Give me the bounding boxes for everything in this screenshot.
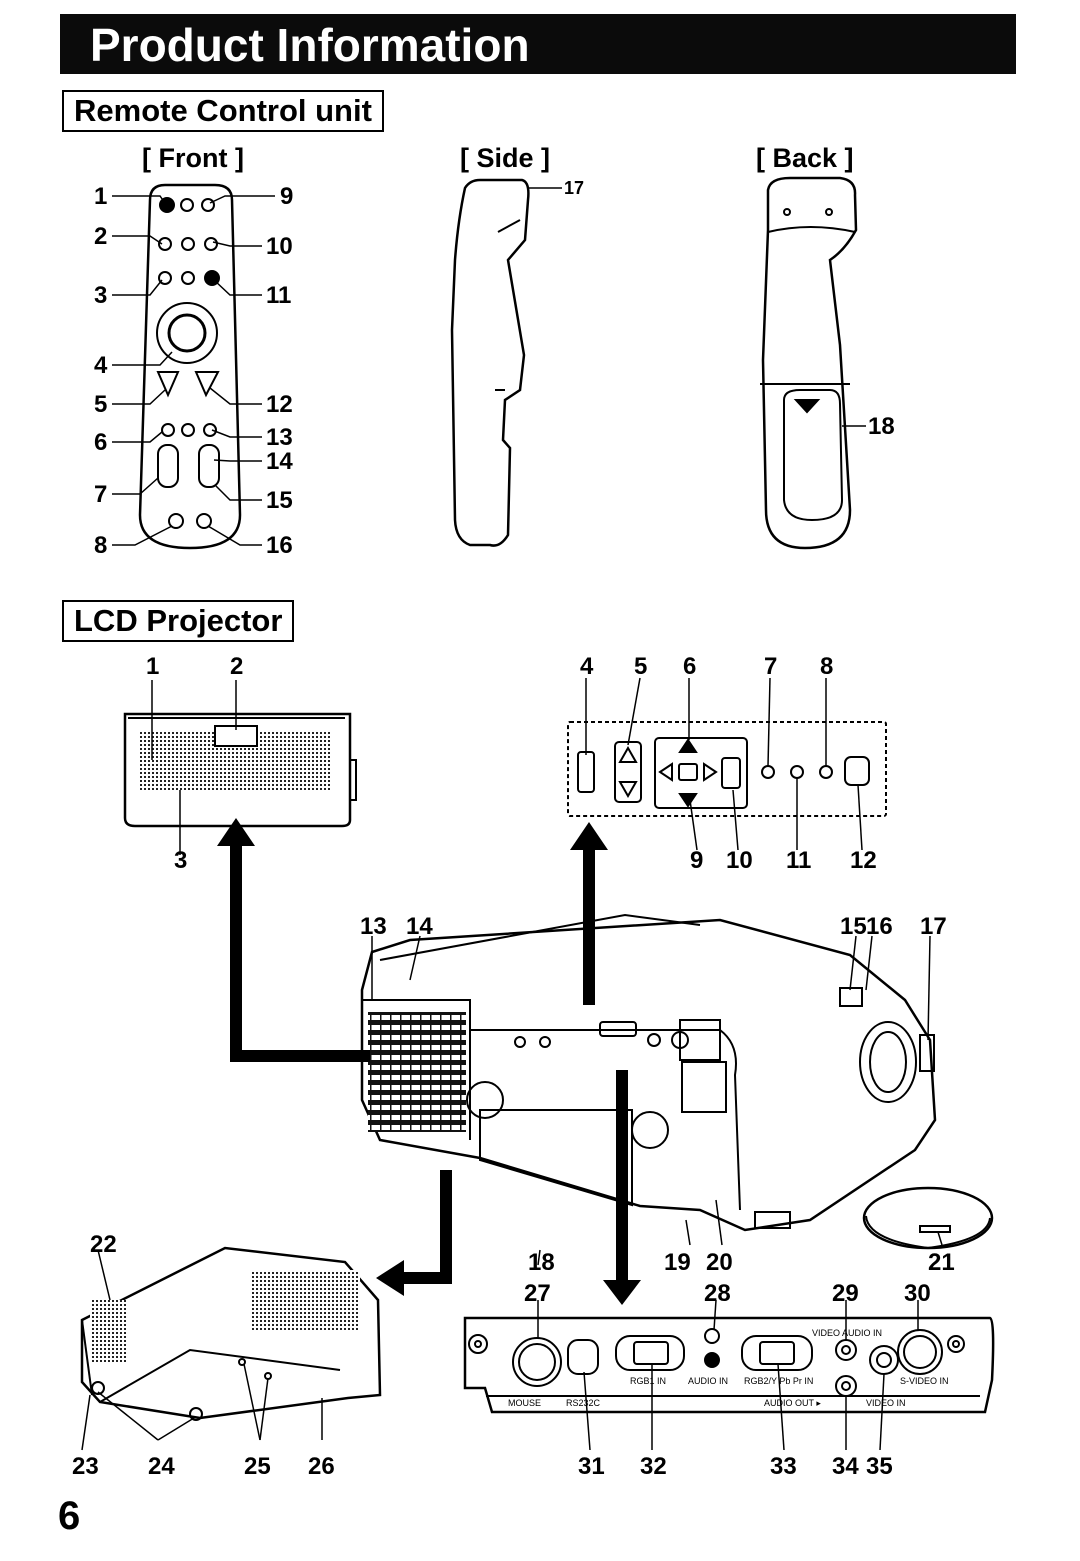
callout-projector-15: 15 [840, 913, 867, 940]
callout-projector-19: 19 [664, 1249, 691, 1276]
control-panel-leaders [151, 677, 863, 855]
projector-section-heading: LCD Projector [62, 600, 295, 642]
callout-projector-10: 10 [726, 847, 753, 874]
callout-projector-28: 28 [704, 1280, 731, 1307]
lens-cap-view [862, 1186, 994, 1250]
page-title: Product Information [90, 19, 530, 71]
projector-bottom-view [80, 1246, 382, 1421]
callout-remote-4: 4 [94, 352, 108, 379]
page-number: 6 [58, 1494, 81, 1538]
callout-projector-13: 13 [360, 913, 387, 940]
callout-projector-3: 3 [174, 847, 188, 874]
callout-projector-23: 23 [72, 1453, 99, 1480]
callout-projector-14: 14 [406, 913, 433, 940]
callout-projector-32: 32 [640, 1453, 667, 1480]
callout-remote-10: 10 [266, 233, 293, 260]
callout-remote-14: 14 [266, 448, 293, 475]
remote-front-illustration [138, 183, 242, 550]
panel-label-audio-in: AUDIO IN [688, 1376, 728, 1386]
callout-remote-12: 12 [266, 391, 293, 418]
callout-projector-26: 26 [308, 1453, 335, 1480]
projector-main-view [360, 913, 937, 1232]
callout-remote-11: 11 [266, 282, 292, 309]
remote-side-illustration [450, 178, 530, 547]
callout-projector-21: 21 [928, 1249, 955, 1276]
callout-projector-18: 18 [528, 1249, 555, 1276]
callout-projector-16: 16 [866, 913, 893, 940]
panel-label-rs232c: RS232C [566, 1398, 601, 1408]
callout-remote-15: 15 [266, 487, 293, 514]
callout-projector-25: 25 [244, 1453, 271, 1480]
callout-projector-34: 34 [832, 1453, 859, 1480]
panel-label-video-in: VIDEO IN [866, 1398, 906, 1408]
callout-projector-6: 6 [683, 653, 697, 680]
callout-projector-20: 20 [706, 1249, 733, 1276]
projector-leader-lines [81, 935, 943, 1451]
callout-projector-35: 35 [866, 1453, 893, 1480]
remote-leader-lines [112, 187, 866, 546]
remote-section-heading: Remote Control unit [62, 90, 384, 132]
callout-remote-3: 3 [94, 282, 108, 309]
callout-projector-29: 29 [832, 1280, 859, 1307]
panel-label-video-audio-in: VIDEO AUDIO IN [812, 1328, 882, 1338]
callout-projector-8: 8 [820, 653, 834, 680]
callout-projector-5: 5 [634, 653, 648, 680]
arrows [217, 818, 641, 1305]
panel-label-rgb1-in: RGB1 IN [630, 1376, 666, 1386]
panel-label-svideo-in: S-VIDEO IN [900, 1376, 949, 1386]
view-label-side: [ Side ] [460, 143, 551, 173]
callout-remote-13: 13 [266, 424, 293, 451]
callout-remote-8: 8 [94, 532, 108, 559]
panel-label-audio-out: AUDIO OUT ▸ [764, 1398, 821, 1408]
callout-remote-6: 6 [94, 429, 108, 456]
callout-projector-17: 17 [920, 913, 947, 940]
callout-projector-24: 24 [148, 1453, 175, 1480]
panel-label-rgb2-in: RGB2/Y Pb Pr IN [744, 1376, 813, 1386]
callout-projector-9: 9 [690, 847, 704, 874]
callout-remote-2: 2 [94, 223, 108, 250]
callout-projector-7: 7 [764, 653, 778, 680]
remote-back-illustration [760, 176, 858, 550]
callout-projector-12: 12 [850, 847, 877, 874]
callout-remote-18: 18 [868, 413, 895, 440]
terminal-panel-view [463, 1316, 995, 1414]
callout-projector-11: 11 [786, 847, 812, 874]
callout-remote-9: 9 [280, 183, 294, 210]
callout-remote-7: 7 [94, 481, 108, 508]
callout-remote-17: 17 [564, 178, 585, 198]
callout-remote-1: 1 [94, 183, 108, 210]
control-panel-view [567, 721, 887, 817]
callout-remote-16: 16 [266, 532, 293, 559]
callout-projector-1: 1 [146, 653, 160, 680]
view-label-back: [ Back ] [756, 143, 854, 173]
callout-remote-5: 5 [94, 391, 108, 418]
panel-label-mouse: MOUSE [508, 1398, 541, 1408]
projector-front-view [123, 712, 357, 828]
callout-projector-2: 2 [230, 653, 244, 680]
callout-projector-27: 27 [524, 1280, 551, 1307]
view-label-front: [ Front ] [142, 143, 244, 173]
callout-projector-30: 30 [904, 1280, 931, 1307]
callout-projector-22: 22 [90, 1231, 117, 1258]
callout-projector-4: 4 [580, 653, 594, 680]
callout-projector-31: 31 [578, 1453, 605, 1480]
callout-projector-33: 33 [770, 1453, 797, 1480]
title-banner: Product Information [60, 14, 1016, 74]
